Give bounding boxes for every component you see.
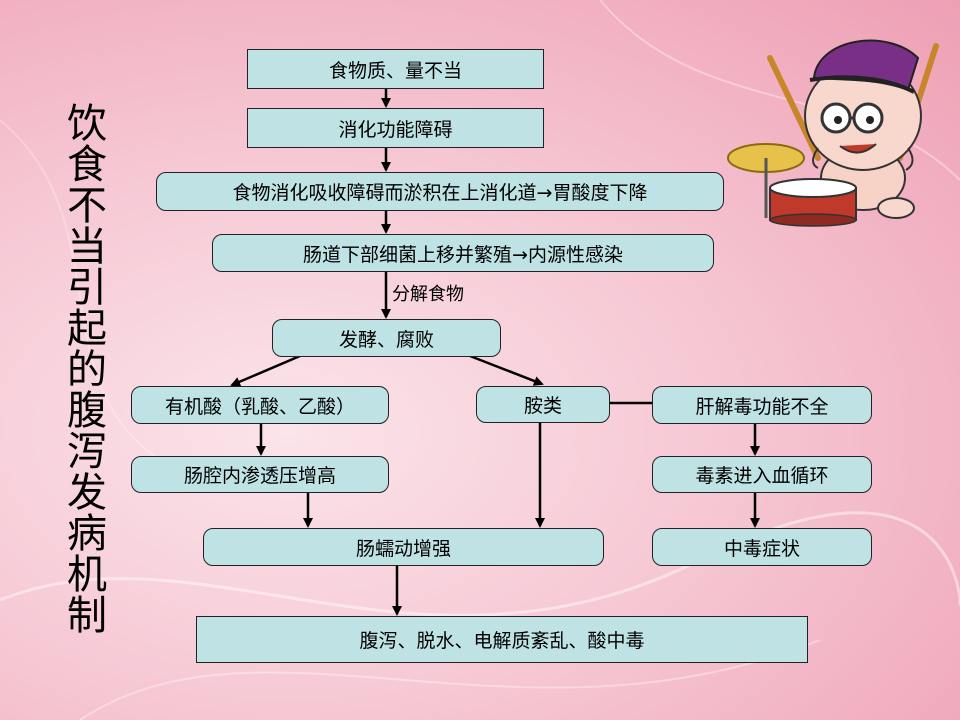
- node-liver-insufficiency: 肝解毒功能不全: [652, 386, 872, 424]
- node-label: 消化功能障碍: [338, 118, 453, 141]
- node-peristalsis: 肠蠕动增强: [203, 528, 604, 566]
- node-label: 食物质、量不当: [328, 59, 462, 82]
- node-digestive-dysfunction: 消化功能障碍: [247, 108, 544, 148]
- node-label: 发酵、腐败: [338, 328, 434, 351]
- node-toxins-circulation: 毒素进入血循环: [652, 456, 872, 493]
- node-label: 肝解毒功能不全: [695, 395, 829, 418]
- edge-label-decompose: 分解食物: [392, 284, 464, 305]
- node-label: 食物消化吸收障碍而淤积在上消化道→胃酸度下降: [232, 182, 648, 204]
- node-label: 肠蠕动增强: [355, 537, 451, 560]
- page-title: 饮食不当引起的腹泻发病机制: [60, 101, 106, 635]
- node-organic-acids: 有机酸（乳酸、乙酸）: [131, 386, 389, 424]
- node-food-stasis: 食物消化吸收障碍而淤积在上消化道→胃酸度下降: [156, 172, 724, 211]
- arrow-n5-n6: [230, 354, 301, 387]
- node-label: 胺类: [523, 395, 562, 417]
- node-poisoning-symptoms: 中毒症状: [652, 528, 872, 566]
- node-osmotic-pressure: 肠腔内渗透压增高: [131, 456, 389, 493]
- node-label: 有机酸（乳酸、乙酸）: [164, 395, 355, 418]
- arrow-n5-n7: [469, 354, 544, 386]
- node-label: 毒素进入血循环: [695, 465, 829, 487]
- node-improper-food: 食物质、量不当: [247, 49, 544, 89]
- node-bacteria-migration: 肠道下部细菌上移并繁殖→内源性感染: [212, 234, 714, 272]
- node-diarrhea-outcome: 腹泻、脱水、电解质紊乱、酸中毒: [196, 616, 808, 663]
- node-label: 中毒症状: [723, 537, 800, 560]
- drummer-baby-icon: [727, 39, 939, 227]
- node-label: 肠腔内渗透压增高: [183, 465, 336, 487]
- node-amines: 胺类: [476, 386, 610, 423]
- node-fermentation: 发酵、腐败: [272, 319, 501, 357]
- node-label: 腹泻、脱水、电解质紊乱、酸中毒: [359, 630, 645, 652]
- node-label: 肠道下部细菌上移并繁殖→内源性感染: [303, 243, 623, 266]
